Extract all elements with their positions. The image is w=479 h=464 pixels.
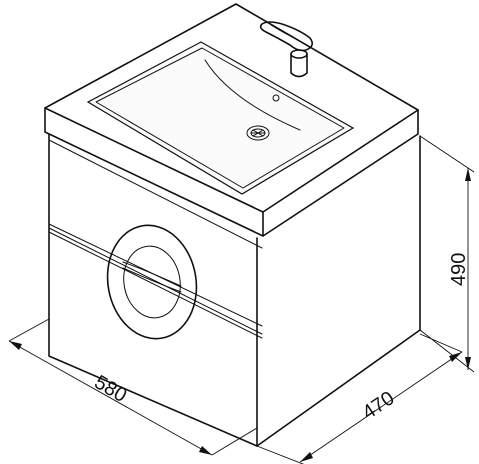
- height-label: 490: [448, 253, 470, 286]
- drain-icon: [246, 125, 270, 141]
- width-dimension: 580: [8, 318, 258, 456]
- depth-dimension: 470: [256, 333, 463, 464]
- sink-basin: [86, 41, 355, 195]
- faucet-icon: [259, 21, 314, 78]
- round-handle: [106, 224, 198, 340]
- height-dimension: 490: [419, 135, 475, 373]
- overflow-hole: [272, 94, 280, 102]
- countertop: [44, 3, 419, 237]
- lower-drawer: [48, 227, 263, 339]
